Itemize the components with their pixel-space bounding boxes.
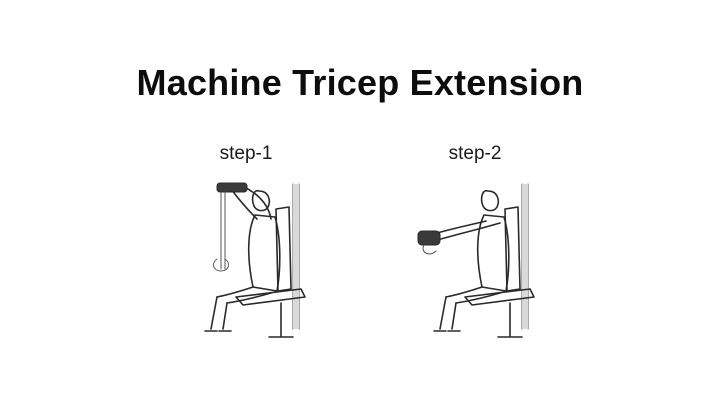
step-2-illustration [417, 183, 535, 338]
step-2-label: step-2 [448, 143, 502, 164]
step-2-panel: step-2 [385, 143, 565, 344]
step-1-panel: step-1 [156, 143, 336, 344]
page-title: Machine Tricep Extension [136, 62, 584, 103]
step-1-illustration [204, 182, 306, 338]
step-1-label: step-1 [219, 143, 273, 164]
